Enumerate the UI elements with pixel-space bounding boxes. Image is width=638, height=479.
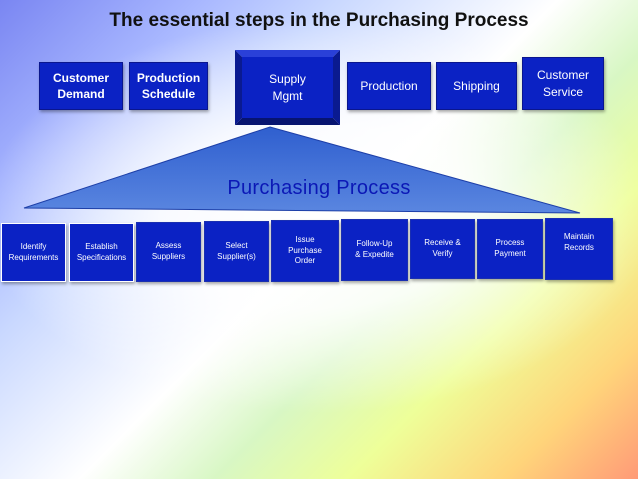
top-box-label: Shipping	[453, 78, 500, 93]
step-establish-specifications: Establish Specifications	[69, 223, 134, 282]
step-label: Receive & Verify	[424, 238, 461, 258]
top-box-customer-demand: Customer Demand	[39, 62, 123, 110]
top-box-label: Supply Mgmt	[269, 72, 306, 103]
top-box-label: Customer Service	[536, 68, 589, 99]
top-box-label: Production Schedule	[136, 70, 201, 101]
supply-box-top	[235, 50, 340, 57]
step-issue-purchase-order: Issue Purchase Order	[271, 220, 339, 282]
step-follow-up-expedite: Follow-Up & Expedite	[341, 219, 408, 281]
step-label: Select Supplier(s)	[217, 240, 256, 261]
step-maintain-records: Maintain Records	[545, 218, 613, 280]
step-identify-requirements: Identify Requirements	[1, 223, 66, 282]
step-label: Process Payment	[494, 238, 526, 258]
top-box-customer-service: Customer Service	[522, 57, 604, 110]
top-box-label: Production	[360, 78, 418, 93]
purchasing-process-label: Purchasing Process	[227, 177, 411, 199]
top-box-production: Production	[347, 62, 431, 110]
supply-box-bottom	[235, 118, 340, 125]
top-box-label: Customer Demand	[52, 70, 109, 101]
step-assess-suppliers: Assess Suppliers	[136, 222, 201, 282]
supply-box-right	[333, 50, 340, 125]
supply-box-left	[235, 50, 242, 125]
top-box-shipping: Shipping	[436, 62, 517, 110]
step-label: Identify Requirements	[8, 241, 59, 262]
top-box-supply-mgmt: Supply Mgmt	[242, 57, 333, 118]
step-label: Issue Purchase Order	[288, 234, 322, 266]
step-receive-verify: Receive & Verify	[410, 219, 475, 279]
step-label: Assess Suppliers	[151, 241, 186, 261]
top-box-production-schedule: Production Schedule	[129, 62, 208, 110]
step-label: Establish Specifications	[76, 241, 127, 262]
step-label: Follow-Up & Expedite	[355, 239, 394, 259]
step-process-payment: Process Payment	[477, 219, 543, 279]
slide-title: The essential steps in the Purchasing Pr…	[109, 10, 529, 31]
step-label: Maintain Records	[563, 232, 595, 252]
purchasing-triangle	[23, 126, 581, 214]
step-select-suppliers: Select Supplier(s)	[204, 221, 269, 282]
